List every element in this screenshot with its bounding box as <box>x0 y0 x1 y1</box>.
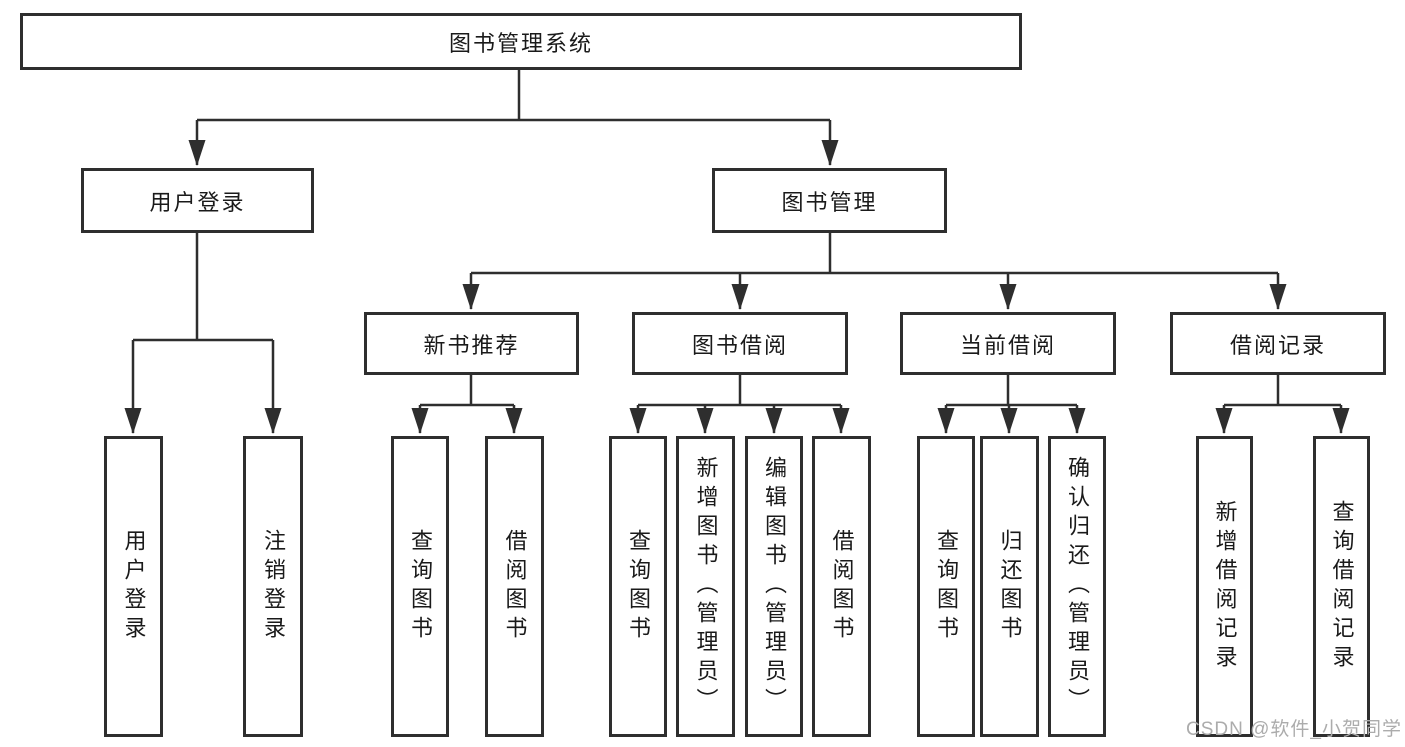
leaf-label: 确认归还（管理员） <box>1065 456 1090 717</box>
leaf-label: 查询图书 <box>626 528 651 645</box>
leaf-borrow-book-recommend: 借阅图书 <box>485 436 544 737</box>
leaf-query-book-borrow: 查询图书 <box>609 436 667 737</box>
leaf-label: 新增借阅记录 <box>1212 499 1238 674</box>
leaf-add-borrow-record: 新增借阅记录 <box>1196 436 1253 737</box>
leaf-return-book: 归还图书 <box>980 436 1039 737</box>
leaf-label: 编辑图书（管理员） <box>762 456 787 717</box>
leaf-logout: 注销登录 <box>243 436 303 737</box>
node-label: 图书管理系统 <box>448 30 593 56</box>
leaf-label: 用户登录 <box>121 528 147 645</box>
leaf-label: 查询图书 <box>934 528 959 645</box>
node-label: 用户登录 <box>149 189 246 215</box>
leaf-label: 新增图书（管理员） <box>693 456 719 717</box>
leaf-query-book-recommend: 查询图书 <box>391 436 449 737</box>
node-label: 图书借阅 <box>691 332 788 358</box>
leaf-user-login: 用户登录 <box>104 436 163 737</box>
node-book-borrow: 图书借阅 <box>632 312 848 375</box>
node-new-book-recommend: 新书推荐 <box>364 312 579 375</box>
leaf-confirm-return-admin: 确认归还（管理员） <box>1048 436 1106 737</box>
leaf-edit-book-admin: 编辑图书（管理员） <box>745 436 803 737</box>
leaf-label: 借阅图书 <box>829 528 855 645</box>
leaf-label: 查询借阅记录 <box>1329 499 1355 674</box>
leaf-query-book-current: 查询图书 <box>917 436 975 737</box>
leaf-borrow-book: 借阅图书 <box>812 436 871 737</box>
node-user-login: 用户登录 <box>81 168 314 233</box>
leaf-label: 借阅图书 <box>502 528 528 645</box>
leaf-label: 查询图书 <box>408 528 433 645</box>
node-label: 新书推荐 <box>423 332 520 358</box>
csdn-watermark: CSDN @软件_小贺同学 <box>1186 719 1402 740</box>
leaf-label: 注销登录 <box>261 528 286 645</box>
node-label: 借阅记录 <box>1229 332 1326 358</box>
leaf-add-book-admin: 新增图书（管理员） <box>676 436 735 737</box>
node-borrow-records: 借阅记录 <box>1170 312 1386 375</box>
node-label: 当前借阅 <box>959 332 1056 358</box>
leaf-label: 归还图书 <box>997 528 1023 645</box>
node-label: 图书管理 <box>781 189 878 215</box>
node-current-borrow: 当前借阅 <box>900 312 1116 375</box>
node-library-management-system: 图书管理系统 <box>20 13 1022 70</box>
node-book-management: 图书管理 <box>712 168 947 233</box>
leaf-query-borrow-record: 查询借阅记录 <box>1313 436 1370 737</box>
